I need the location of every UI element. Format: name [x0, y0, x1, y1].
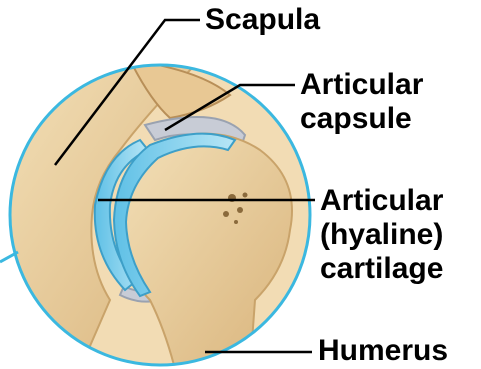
- label-capsule-line-2: capsule: [300, 102, 423, 136]
- label-cartilage-line-2: (hyaline): [320, 218, 443, 252]
- label-cartilage-line-1: Articular: [320, 184, 443, 218]
- label-cartilage-line-3: cartilage: [320, 252, 443, 286]
- label-scapula: Scapula: [205, 3, 320, 37]
- label-articular-capsule: Articular capsule: [300, 68, 423, 136]
- label-humerus: Humerus: [318, 334, 448, 368]
- label-capsule-line-1: Articular: [300, 68, 423, 102]
- magnified-view: [0, 60, 320, 369]
- label-articular-cartilage: Articular (hyaline) cartilage: [320, 184, 443, 286]
